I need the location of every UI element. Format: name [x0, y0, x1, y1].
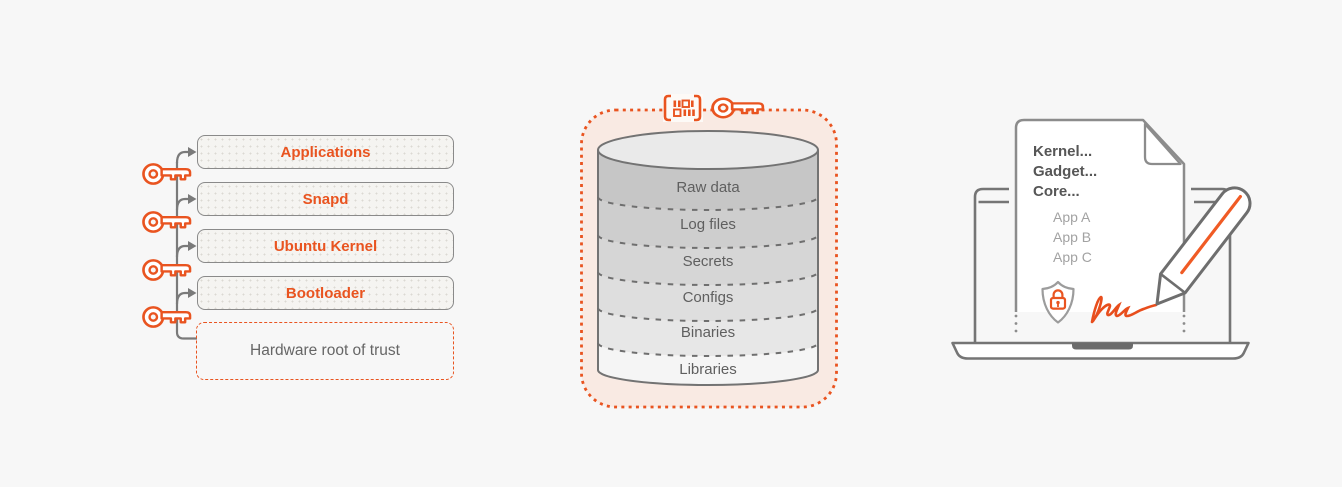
manifest-art — [951, 118, 1252, 360]
document-dotted-edges — [1014, 314, 1186, 339]
pencil-stripe — [1180, 194, 1242, 275]
pencil-icon — [1155, 186, 1252, 306]
hash-fingerprint-icon — [663, 94, 703, 122]
signature-scribble — [1090, 295, 1158, 324]
shield-lock-icon — [1041, 280, 1075, 324]
signed-manifest-figure: Kernel... Gadget... Core... App A App B … — [950, 115, 1262, 365]
database-cylinder — [597, 130, 819, 386]
secure-boot-chain-figure: Applications Snapd Ubuntu Kernel Bootloa… — [140, 130, 460, 385]
document-icon — [1014, 118, 1186, 339]
key-icon — [142, 211, 192, 233]
boot-layer-bootloader: Bootloader — [197, 276, 454, 310]
folded-corner — [1143, 122, 1182, 166]
chain-arrowheads — [188, 147, 197, 298]
laptop-hinge-notch — [1072, 343, 1133, 350]
laptop-base — [951, 341, 1250, 360]
boot-layer-applications: Applications — [197, 135, 454, 169]
boot-layer-ubuntu-kernel: Ubuntu Kernel — [197, 229, 454, 263]
encrypted-storage-figure: Raw data Log files Secrets Configs Binar… — [580, 88, 842, 418]
key-icon — [142, 306, 192, 328]
chain-branch-arrows — [175, 150, 189, 305]
key-icon — [142, 259, 192, 281]
cylinder-separators — [597, 196, 819, 357]
boot-layer-snapd: Snapd — [197, 182, 454, 216]
hardware-root-of-trust-box: Hardware root of trust — [196, 322, 454, 380]
storage-art — [580, 94, 838, 409]
key-icon — [142, 163, 192, 185]
chain-trunk-line — [175, 162, 197, 340]
boot-chain-art — [142, 147, 197, 340]
